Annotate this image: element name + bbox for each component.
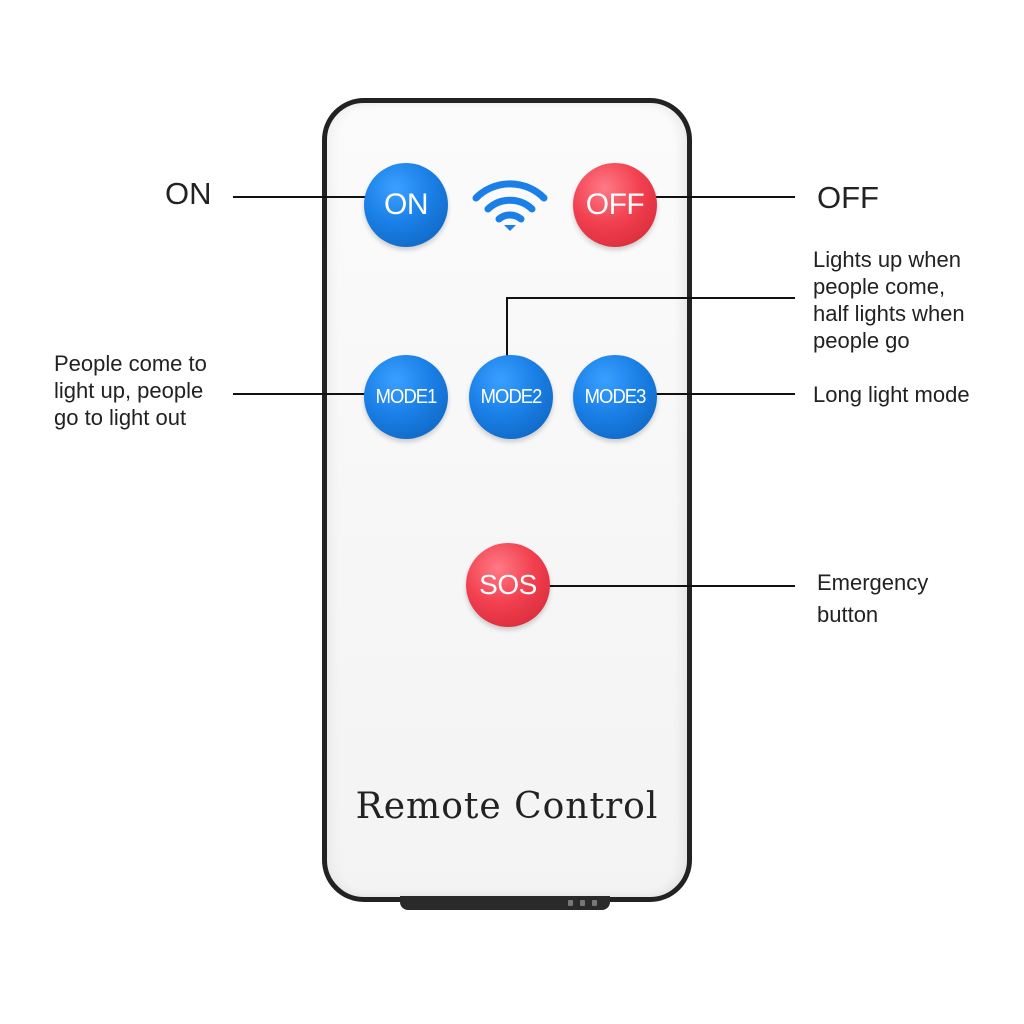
- leader-mode2-horizontal: [506, 297, 795, 299]
- mode1-button-label: MODE1: [375, 385, 438, 408]
- mode1-button[interactable]: MODE1: [364, 355, 448, 439]
- annotation-sos-line: Emergency: [817, 570, 929, 595]
- leader-mode3: [640, 393, 795, 395]
- annotation-mode1-line: go to light out: [54, 405, 187, 430]
- sos-button[interactable]: SOS: [466, 543, 550, 627]
- annotation-sos-line: button: [817, 602, 879, 627]
- off-button[interactable]: OFF: [573, 163, 657, 247]
- annotation-mode2-line: people come,: [813, 274, 946, 299]
- remote-base: [400, 896, 610, 910]
- on-button[interactable]: ON: [364, 163, 448, 247]
- annotation-mode1-line: People come to: [54, 351, 207, 376]
- mode2-button-label: MODE2: [480, 385, 543, 408]
- annotation-mode1-line: light up, people: [54, 378, 204, 403]
- leader-sos: [535, 585, 795, 587]
- annotation-mode1: People come to light up, people go to li…: [54, 350, 207, 431]
- off-button-label: OFF: [585, 188, 645, 221]
- annotation-mode3: Long light mode: [813, 382, 970, 407]
- leader-mode1: [233, 393, 373, 395]
- mode3-button[interactable]: MODE3: [573, 355, 657, 439]
- base-notch: [592, 900, 597, 906]
- base-notch: [580, 900, 585, 906]
- annotation-mode2: Lights up when people come, half lights …: [813, 246, 965, 354]
- annotation-mode2-line: Lights up when: [813, 247, 961, 272]
- leader-mode2-vertical: [506, 297, 508, 363]
- sos-button-label: SOS: [479, 569, 537, 600]
- annotation-mode2-line: half lights when: [813, 301, 965, 326]
- on-button-label: ON: [384, 188, 429, 221]
- base-notch: [568, 900, 573, 906]
- leader-on: [233, 196, 373, 198]
- remote-title: Remote Control: [355, 786, 659, 827]
- annotation-sos: Emergency button: [817, 567, 928, 631]
- mode2-button[interactable]: MODE2: [469, 355, 553, 439]
- wifi-icon: [470, 176, 550, 236]
- annotation-on: ON: [165, 176, 212, 211]
- annotation-mode2-line: people go: [813, 328, 910, 353]
- mode3-button-label: MODE3: [584, 385, 647, 408]
- annotation-off: OFF: [817, 180, 879, 215]
- leader-off: [640, 196, 795, 198]
